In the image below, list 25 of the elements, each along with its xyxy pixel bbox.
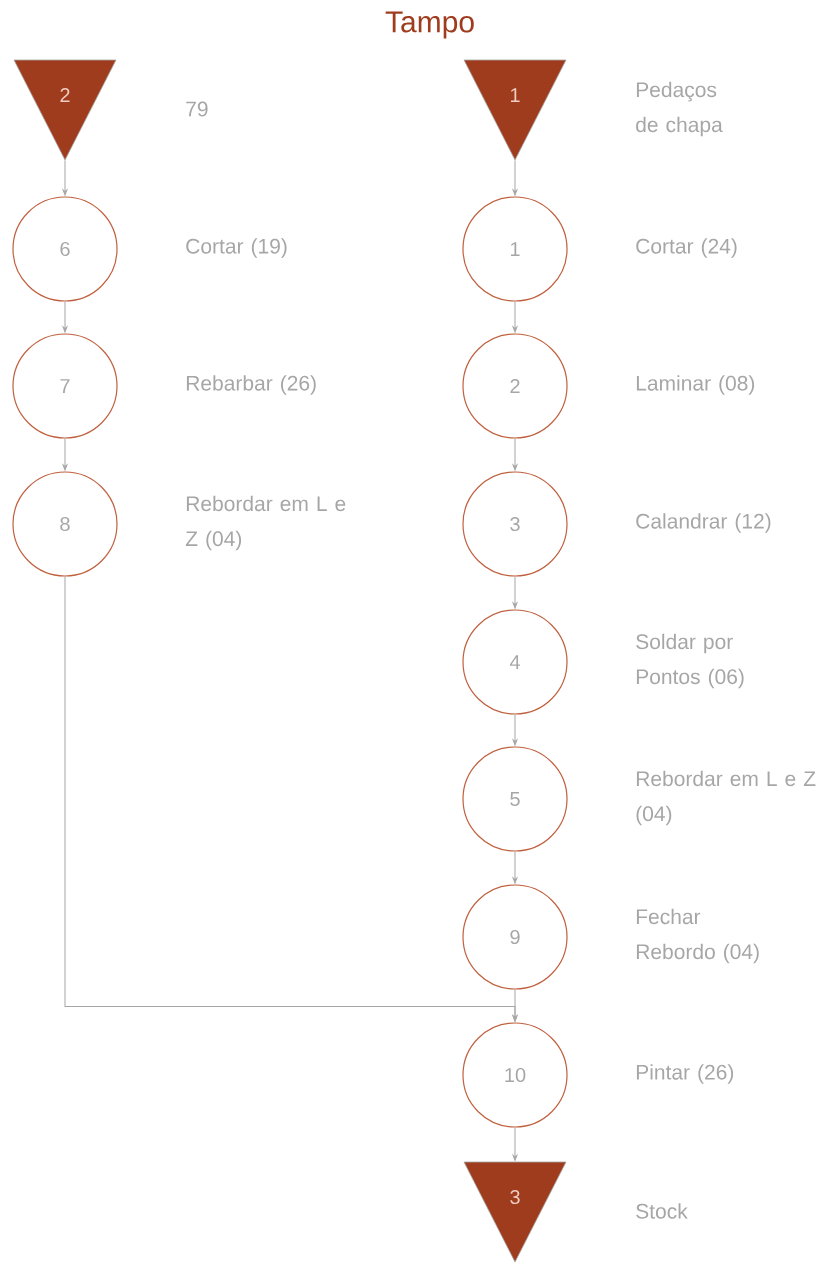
step-label: Pedaços de chapa: [636, 81, 723, 137]
arrow: [512, 1127, 518, 1161]
step-label: Calandrar (12): [636, 513, 771, 533]
step-label: Stock: [636, 1203, 688, 1219]
title: Tampo: [385, 11, 474, 39]
arrow: [62, 159, 68, 196]
arrow: [512, 576, 518, 609]
arrow: [512, 714, 518, 746]
step-label: Pintar (26): [636, 1064, 734, 1084]
arrow: [512, 851, 518, 884]
arrow: [512, 438, 518, 471]
step-label: Fechar Rebordo (04): [636, 908, 759, 964]
arrow: [62, 301, 68, 333]
step-label: Rebordar em L e Z (04): [185, 495, 346, 551]
arrow: [512, 989, 518, 1022]
step-label: Rebordar em L e Z (04): [636, 770, 816, 826]
step-label: Rebarbar (26): [186, 375, 316, 395]
step-label: Soldar por Pontos (06): [636, 633, 744, 689]
arrow: [62, 438, 68, 471]
arrow: [512, 159, 518, 196]
step-label: Cortar (19): [186, 238, 287, 258]
arrow: [512, 301, 518, 333]
step-label: Laminar (08): [636, 375, 755, 395]
step-label: 79: [186, 101, 208, 117]
step-label: Cortar (24): [636, 238, 737, 258]
